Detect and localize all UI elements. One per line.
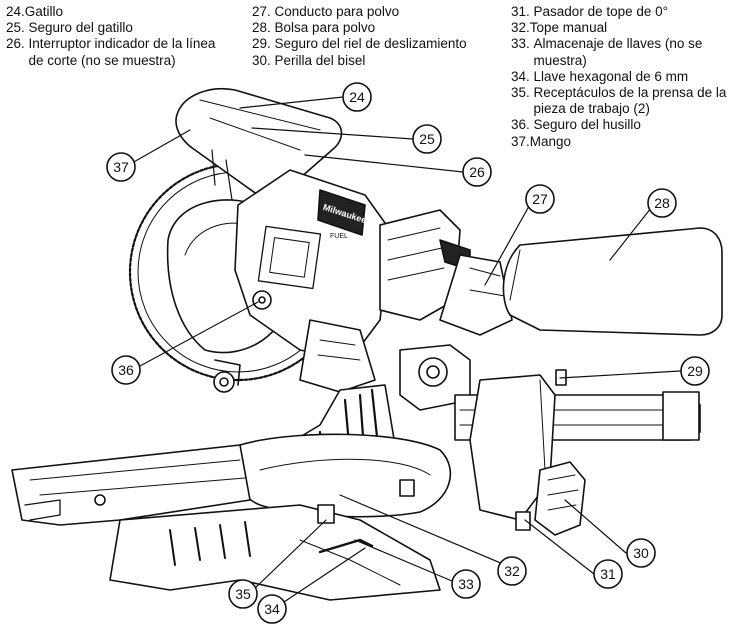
svg-text:30: 30 — [633, 545, 649, 561]
svg-text:24: 24 — [349, 89, 365, 105]
legend-item: 31. Pasador de tope de 0° — [511, 4, 669, 19]
callout-35: 35 — [228, 579, 258, 609]
legend-column-1: 24.Gatillo 25. Seguro del gatillo 26. In… — [6, 4, 221, 69]
callout-31: 31 — [593, 559, 623, 589]
legend-item: 28. Bolsa para polvo — [252, 20, 376, 36]
legend-item: 36. Seguro del husillo — [511, 117, 641, 133]
legend-item: 32.Tope manual — [511, 20, 608, 36]
bevel-knob — [534, 461, 586, 536]
callout-27: 27 — [525, 184, 555, 214]
handle — [175, 88, 343, 201]
svg-text:34: 34 — [264, 601, 280, 617]
callout-30: 30 — [626, 538, 656, 568]
svg-text:35: 35 — [235, 586, 251, 602]
svg-text:FUEL: FUEL — [330, 233, 348, 240]
svg-text:32: 32 — [504, 563, 520, 579]
base — [109, 504, 441, 601]
dust-chute — [439, 254, 513, 336]
callout-34: 34 — [257, 594, 287, 624]
callout-24: 24 — [342, 82, 372, 112]
callout-37: 37 — [106, 152, 136, 182]
legend-item: 35. Receptáculos de la prensa de la piez… — [511, 85, 727, 117]
svg-text:31: 31 — [600, 566, 616, 582]
legend-item: 25. Seguro del gatillo — [6, 20, 133, 36]
callout-28: 28 — [647, 188, 677, 218]
legend-item: 34. Llave hexagonal de 6 mm — [511, 68, 689, 84]
hex-wrench — [318, 538, 374, 554]
callout-26: 26 — [462, 157, 492, 187]
legend-item: 37.Mango — [511, 133, 572, 149]
legend-item: 27. Conducto para polvo — [252, 4, 400, 19]
svg-text:27: 27 — [532, 191, 548, 207]
legend-item: 26. Interruptor indicador de la línea de… — [6, 36, 216, 68]
callout-36: 36 — [111, 355, 141, 385]
callout-33: 33 — [451, 569, 481, 599]
guard-roller — [213, 371, 235, 393]
svg-text:36: 36 — [118, 362, 134, 378]
spindle-lock — [252, 290, 272, 310]
legend-item: 24.Gatillo — [6, 4, 64, 19]
legend-item: 30. Perilla del bisel — [252, 52, 366, 68]
legend-item: 33. Almacenaje de llaves (no se muestra) — [511, 36, 703, 68]
legend-item: 29. Seguro del riel de deslizamiento — [252, 36, 467, 52]
callout-32: 32 — [497, 556, 527, 586]
legend-column-2: 27. Conducto para polvo 28. Bolsa para p… — [252, 4, 492, 69]
callout-29: 29 — [680, 356, 710, 386]
svg-text:29: 29 — [687, 363, 703, 379]
callout-25: 25 — [412, 124, 442, 154]
svg-text:26: 26 — [469, 164, 485, 180]
dust-bag — [502, 227, 723, 336]
svg-text:25: 25 — [419, 131, 435, 147]
turntable — [233, 433, 452, 518]
legend-column-3: 31. Pasador de tope de 0° 32.Tope manual… — [511, 4, 731, 150]
svg-text:33: 33 — [458, 576, 474, 592]
svg-text:37: 37 — [113, 159, 129, 175]
leader-lines — [131, 96, 681, 605]
svg-text:28: 28 — [654, 195, 670, 211]
